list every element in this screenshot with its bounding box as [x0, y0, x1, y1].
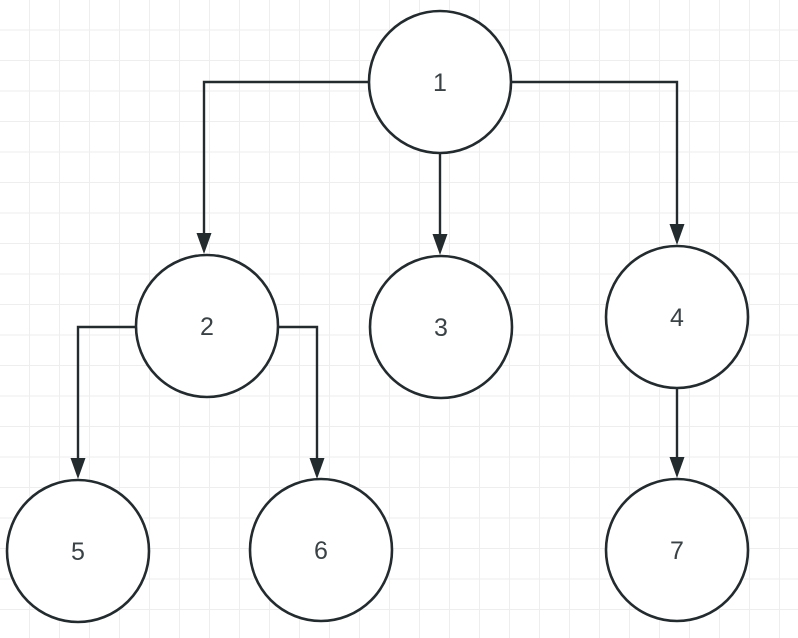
graph-node-1[interactable]: 1: [367, 9, 513, 155]
arrowhead-icon: [669, 457, 685, 478]
arrowhead-icon: [432, 234, 448, 255]
graph-node-7[interactable]: 7: [604, 477, 750, 623]
node-circle[interactable]: [367, 9, 513, 155]
nodes-layer: 1 2 3 4 5 6 7: [5, 9, 750, 624]
edge-line: [202, 80, 368, 234]
edge-4-to-7: [669, 388, 685, 478]
node-label: 1: [433, 69, 447, 97]
arrowhead-icon: [196, 233, 212, 254]
edge-1-to-3: [432, 154, 448, 255]
node-circle[interactable]: [134, 253, 280, 399]
edge-line: [76, 325, 137, 459]
graph-node-5[interactable]: 5: [5, 478, 151, 624]
graph-node-6[interactable]: 6: [248, 477, 394, 623]
node-label: 3: [434, 314, 448, 342]
node-circle[interactable]: [368, 254, 514, 400]
node-label: 4: [670, 304, 684, 332]
node-label: 5: [71, 538, 85, 566]
arrowhead-icon: [669, 224, 685, 245]
arrowhead-icon: [70, 458, 86, 479]
node-label: 6: [314, 537, 328, 565]
node-label: 7: [670, 537, 684, 565]
edge-2-to-5: [70, 325, 137, 479]
node-circle[interactable]: [5, 478, 151, 624]
node-circle[interactable]: [248, 477, 394, 623]
graph-node-3[interactable]: 3: [368, 254, 514, 400]
arrowhead-icon: [309, 458, 325, 479]
edges-layer: [70, 80, 685, 479]
node-circle[interactable]: [604, 244, 750, 390]
node-label: 2: [200, 313, 214, 341]
edge-1-to-2: [196, 80, 368, 254]
graph-node-4[interactable]: 4: [604, 244, 750, 390]
node-circle[interactable]: [604, 477, 750, 623]
edge-line: [278, 325, 319, 459]
edge-2-to-6: [278, 325, 325, 479]
graph-node-2[interactable]: 2: [134, 253, 280, 399]
edge-line: [512, 80, 679, 225]
edge-1-to-4: [512, 80, 685, 245]
